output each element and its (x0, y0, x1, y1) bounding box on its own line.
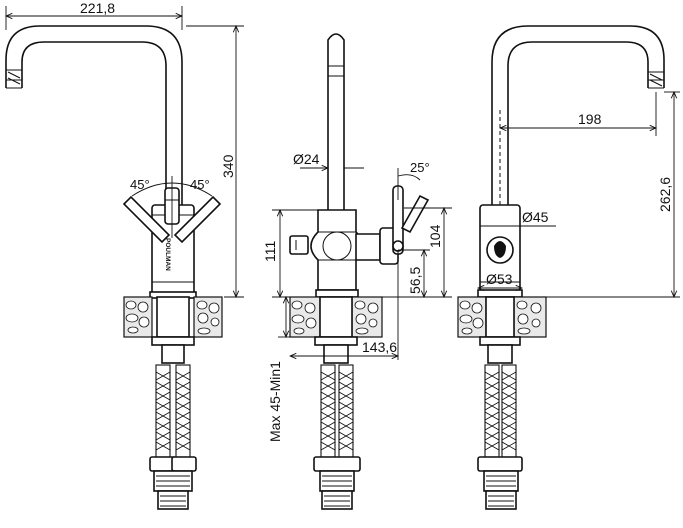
side-lever-angled (400, 194, 430, 234)
dim-depth: 143,6 (362, 339, 397, 355)
back-spout (491, 25, 665, 205)
front-handle-left (122, 195, 171, 244)
dim-side-height: 104 (427, 224, 443, 248)
dim-reach: 198 (578, 111, 602, 127)
pebbles-back (459, 300, 542, 335)
angle-right-label: 45° (190, 177, 210, 192)
dim-body-height: 111 (262, 241, 278, 262)
back-hoses (477, 364, 523, 510)
dim-height-total: 340 (220, 154, 236, 178)
brand-logo: POULMAN (164, 238, 171, 271)
front-view: POULMAN 45° 45° (5, 0, 244, 510)
dim-width-total: 221,8 (80, 0, 115, 16)
dim-side-angle: 25° (410, 160, 430, 175)
dim-countertop: Max 45-Min1 (267, 361, 283, 442)
dim-spout-height: 262,6 (657, 177, 673, 212)
pebbles-side (291, 300, 379, 335)
dim-side-offset: 56,5 (407, 267, 423, 294)
dim-spout-diameter: Ø24 (293, 151, 320, 167)
dim-base-diameter: Ø53 (486, 271, 513, 287)
side-hoses (313, 364, 361, 510)
angle-left-label: 45° (130, 177, 150, 192)
side-view: Ø24 25° 111 104 56,5 Max 45-Min1 143,6 (262, 33, 452, 510)
back-view: 198 262,6 Ø45 Ø53 (457, 25, 680, 510)
front-spout (5, 25, 183, 205)
pebbles-front (125, 300, 220, 335)
side-spout (327, 33, 345, 210)
front-hoses (149, 364, 197, 510)
dim-body-diameter: Ø45 (522, 209, 549, 225)
front-handle-right (173, 195, 222, 244)
